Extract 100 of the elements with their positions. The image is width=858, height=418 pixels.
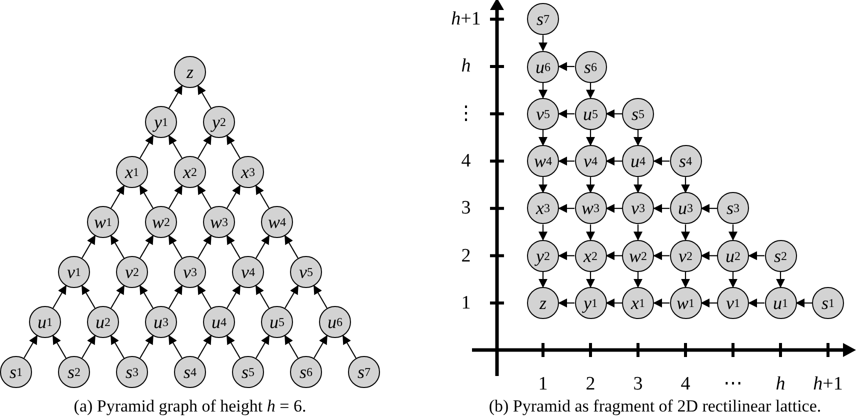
arrow (653, 251, 670, 260)
arrow (256, 235, 270, 258)
arrow (606, 251, 622, 260)
arrow (24, 335, 38, 358)
arrow (226, 335, 240, 358)
arrow (558, 298, 574, 308)
arrow (538, 130, 548, 146)
arrow (700, 204, 717, 213)
arrow (538, 82, 548, 99)
arrow (168, 185, 182, 208)
arrow (538, 224, 548, 241)
tick-label: 4 (680, 374, 690, 394)
tick-label: 2 (461, 246, 471, 265)
arrow (168, 335, 182, 358)
arrow (52, 335, 66, 358)
arrow (634, 130, 642, 146)
arrow (110, 335, 124, 358)
caption: (b) Pyramid as fragment of 2D rectilinear lattice. (488, 398, 822, 414)
tick-label: 4 (461, 151, 471, 170)
arrow (198, 185, 212, 208)
arrow (140, 335, 154, 358)
arrow (82, 235, 96, 258)
arrow (606, 298, 622, 308)
arrow (168, 235, 182, 258)
arrow (256, 335, 270, 358)
arrow (198, 135, 212, 158)
arrow (226, 285, 240, 308)
arrow (634, 177, 642, 194)
arrow (728, 272, 738, 288)
arrow (140, 285, 154, 308)
arrow (558, 204, 574, 213)
arrow (284, 285, 298, 308)
vertex-circle: z (174, 56, 206, 88)
arrow (586, 82, 595, 99)
arrow (558, 156, 574, 166)
arrow (198, 285, 212, 308)
arrow (558, 109, 574, 118)
arrow (586, 272, 595, 288)
arrow (748, 251, 764, 260)
tick-label: 3 (461, 198, 471, 218)
arrow (82, 285, 96, 308)
arrow (776, 272, 785, 288)
tick-label: h (461, 56, 471, 76)
caption: (a) Pyramid graph of height h = 6. (74, 398, 306, 414)
arrow (538, 272, 548, 288)
tick-label: 3 (633, 374, 643, 394)
arrow (198, 235, 212, 258)
arrow (653, 204, 670, 213)
arrow (681, 272, 690, 288)
tick-label: h+1 (451, 10, 481, 28)
tick-label: 2 (586, 374, 596, 394)
arrow (606, 156, 622, 166)
arrow (634, 272, 642, 288)
arrow (558, 251, 574, 260)
arrow (653, 156, 670, 166)
arrow (110, 185, 124, 208)
arrow (52, 285, 66, 308)
arrow (606, 204, 622, 213)
arrow (256, 285, 270, 308)
tick-label: 1 (461, 293, 471, 312)
arrow (681, 177, 690, 194)
arrow (538, 35, 548, 52)
arrow (586, 224, 595, 241)
arrow (538, 177, 548, 194)
arrow (681, 224, 690, 241)
arrow (342, 335, 356, 358)
arrow (586, 130, 595, 146)
arrow (700, 251, 717, 260)
arrow (748, 298, 764, 308)
arrow (110, 235, 124, 258)
arrow (226, 185, 240, 208)
arrow (634, 224, 642, 241)
arrow (558, 62, 574, 71)
arrow (284, 235, 298, 258)
arrow (82, 335, 96, 358)
arrow (226, 235, 240, 258)
arrow (226, 135, 240, 158)
arrow (606, 109, 622, 118)
arrow (140, 135, 154, 158)
arrow (796, 298, 812, 308)
arrow (168, 135, 182, 158)
tick-label: 1 (538, 374, 548, 394)
arrow (284, 335, 298, 358)
arrow (653, 298, 670, 308)
tick-label: ⋯ (724, 374, 742, 394)
arrow (728, 224, 738, 241)
arrow (140, 235, 154, 258)
arrow (256, 185, 270, 208)
arrow (110, 285, 124, 308)
vertex-circle: z (527, 287, 559, 319)
arrow (168, 85, 182, 108)
arrow (586, 177, 595, 194)
arrow (314, 285, 328, 308)
arrow (198, 335, 212, 358)
tick-label: h+1 (813, 374, 843, 394)
arrow (168, 285, 182, 308)
arrow (198, 85, 212, 108)
tick-label: h (776, 374, 786, 394)
arrow (700, 298, 717, 308)
tick-label: ⋮ (456, 104, 476, 124)
